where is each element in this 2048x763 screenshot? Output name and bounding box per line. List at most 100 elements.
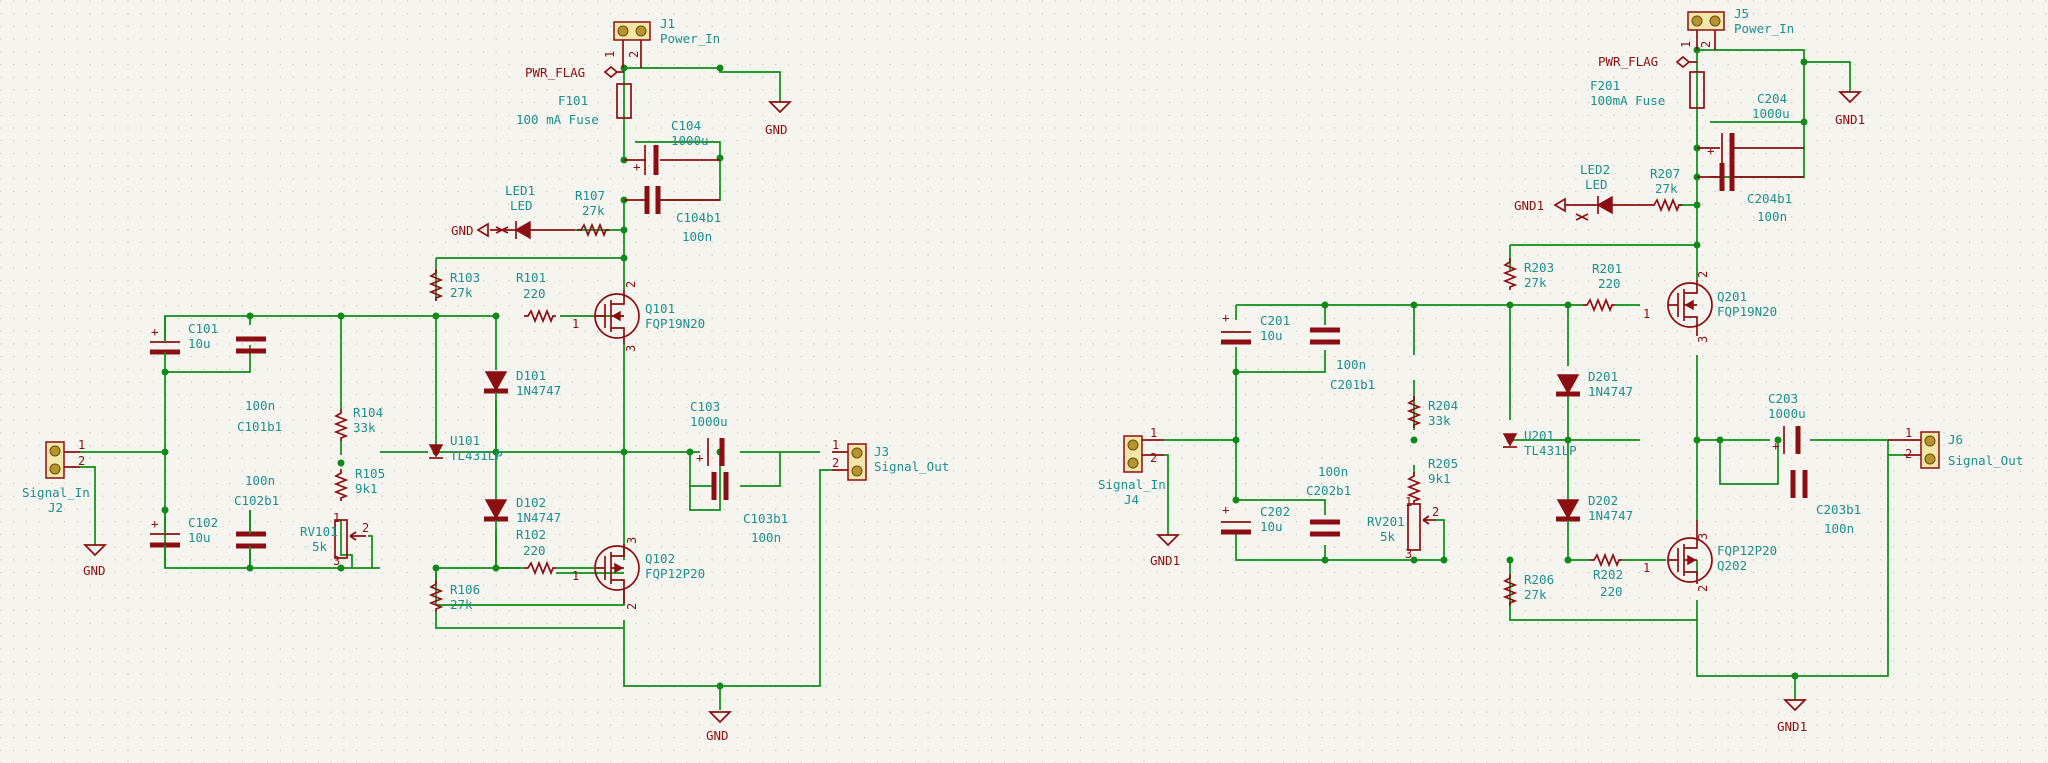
c103b1-value: 100n [751, 530, 781, 545]
r205-value: 9k1 [1428, 471, 1451, 486]
d202-ref: D202 [1588, 493, 1618, 508]
c102-ref: C102 [188, 515, 218, 530]
pwr-flag-right-label: PWR_FLAG [1598, 54, 1658, 69]
c203b1-value: 100n [1824, 521, 1854, 536]
d102-value: 1N4747 [516, 510, 561, 525]
gnd-led-label: GND [451, 223, 474, 238]
r207-value: 27k [1655, 181, 1678, 196]
j2-value: Signal_In [22, 485, 90, 500]
gnd1-bottom-label: GND1 [1777, 719, 1807, 734]
q201-ref: Q201 [1717, 289, 1747, 304]
c204-ref: C204 [1757, 91, 1787, 106]
led2-value: LED [1585, 177, 1608, 192]
q101-ref: Q101 [645, 301, 675, 316]
c204-value: 1000u [1752, 106, 1790, 121]
rv101-pin3: 3 [333, 554, 340, 568]
rv201-pin2: 2 [1432, 505, 1439, 519]
rv201-potentiometer [1407, 503, 1421, 551]
gnd-symbol [767, 101, 793, 114]
q202-pin3: 3 [1696, 533, 1710, 540]
q202-value: FQP12P20 [1717, 543, 1777, 558]
q202-ref: Q202 [1717, 558, 1747, 573]
c201b1-value: 100n [1336, 357, 1366, 372]
d102-ref: D102 [516, 495, 546, 510]
u101-value: TL431LP [450, 448, 503, 463]
c204b1-ref: C204b1 [1747, 191, 1792, 206]
q101-value: FQP19N20 [645, 316, 705, 331]
r102-ref: R102 [516, 527, 546, 542]
j3-value: Signal_Out [874, 459, 949, 474]
f101-ref: F101 [558, 93, 588, 108]
svg-text:+: + [633, 159, 641, 174]
gnd-in-label: GND [83, 563, 106, 578]
j3-pin2: 2 [832, 456, 839, 470]
d202-value: 1N4747 [1588, 508, 1633, 523]
d201-zener [1556, 374, 1580, 395]
j2-ref: J2 [48, 500, 63, 515]
r206-value: 27k [1524, 587, 1547, 602]
j5-ref: J5 [1734, 6, 1749, 21]
rv201-value: 5k [1380, 529, 1396, 544]
r203-value: 27k [1524, 275, 1547, 290]
r101-value: 220 [523, 286, 546, 301]
gnd1-top-label: GND1 [1835, 112, 1865, 127]
r106-value: 27k [450, 597, 473, 612]
d101-value: 1N4747 [516, 383, 561, 398]
q101-mosfet [594, 293, 640, 339]
c204b1-value: 100n [1757, 209, 1787, 224]
rv101-value: 5k [312, 539, 328, 554]
u101-reference [428, 444, 444, 458]
q102-pin2: 2 [625, 603, 639, 610]
j1-value: Power_In [660, 31, 720, 46]
j4-pin2: 2 [1150, 451, 1157, 465]
gnd-bottom-label: GND [706, 728, 729, 743]
q201-pin2: 2 [1696, 271, 1710, 278]
led1-value: LED [510, 198, 533, 213]
r205-ref: R205 [1428, 456, 1458, 471]
r203-ref: R203 [1524, 260, 1554, 275]
q201-pin1: 1 [1643, 307, 1650, 321]
c202-value: 10u [1260, 519, 1283, 534]
c202b1-value: 100n [1318, 464, 1348, 479]
c104b1-value: 100n [682, 229, 712, 244]
c203-ref: C203 [1768, 391, 1798, 406]
f101-fuse [616, 83, 632, 119]
rv101-potentiometer [334, 519, 348, 559]
j2-pin2: 2 [78, 454, 85, 468]
j1-pin1: 1 [603, 51, 617, 58]
j5-pin2: 2 [1699, 41, 1713, 48]
q202-pin2: 2 [1696, 585, 1710, 592]
q202-pin1: 1 [1643, 561, 1650, 575]
j4-pin1: 1 [1150, 426, 1157, 440]
r105-ref: R105 [355, 466, 385, 481]
r107-value: 27k [582, 203, 605, 218]
q102-value: FQP12P20 [645, 566, 705, 581]
svg-text:+: + [1222, 502, 1230, 517]
c101-value: 10u [188, 336, 211, 351]
c201-ref: C201 [1260, 313, 1290, 328]
f201-value: 100mA Fuse [1590, 93, 1665, 108]
rv101-pin2: 2 [362, 521, 369, 535]
j1-ref: J1 [660, 16, 675, 31]
r204-value: 33k [1428, 413, 1451, 428]
c203-value: 1000u [1768, 406, 1806, 421]
r202-ref: R202 [1593, 567, 1623, 582]
r107-ref: R107 [575, 188, 605, 203]
c104-value: 1000u [671, 133, 709, 148]
gnd-top-label: GND [765, 122, 788, 137]
led1-ref: LED1 [505, 183, 535, 198]
c103-value: 1000u [690, 414, 728, 429]
u101-ref: U101 [450, 433, 480, 448]
j6-pin1: 1 [1905, 426, 1912, 440]
svg-text:+: + [696, 450, 704, 465]
q101-pin1: 1 [572, 317, 579, 331]
j6-value: Signal_Out [1948, 453, 2023, 468]
svg-text:+: + [151, 324, 159, 339]
r102-value: 220 [523, 543, 546, 558]
r104-value: 33k [353, 420, 376, 435]
j1-pin2: 2 [627, 51, 641, 58]
q102-mosfet [594, 545, 640, 591]
right-circuit: 1 2 J5 Power_In PWR_FLAG GND1 F201 100mA… [1098, 6, 2023, 734]
